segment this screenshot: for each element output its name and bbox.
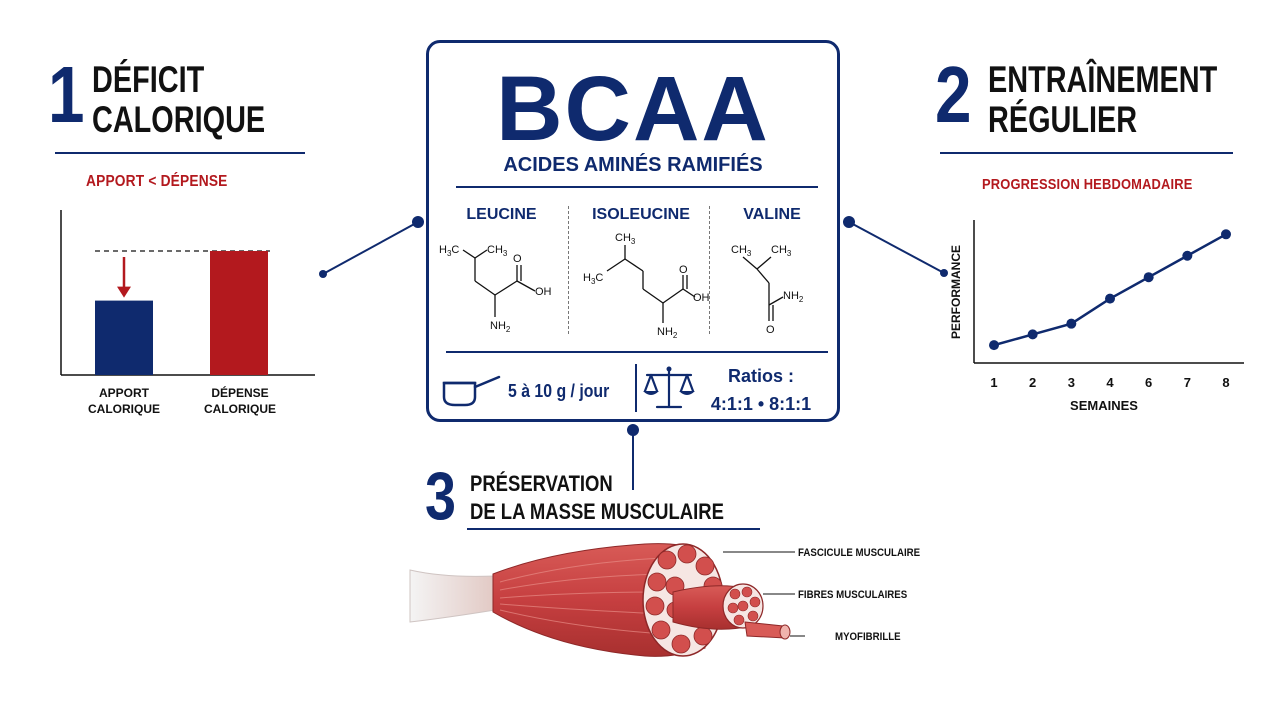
- section2-title-line2: RÉGULIER: [988, 98, 1138, 140]
- section2-rule: [940, 152, 1233, 154]
- card-bottom-rule: [446, 351, 828, 353]
- svg-text:O: O: [513, 253, 522, 265]
- leucine-structure: H3C CH3 O OH NH2: [439, 244, 552, 334]
- performance-point-6: [1143, 272, 1154, 283]
- line-chart-xlabel: SEMAINES: [1070, 398, 1138, 413]
- section3-rule: [467, 528, 760, 530]
- svg-text:CH3: CH3: [771, 244, 792, 258]
- amino-acid-leucine-name: LEUCINE: [466, 206, 537, 223]
- performance-point-8: [1221, 229, 1231, 240]
- deficit-bar-chart: APPORT CALORIQUE DÉPENSE CALORIQUE: [60, 210, 315, 416]
- svg-text:O: O: [766, 324, 775, 336]
- callout-fibers: FIBRES MUSCULAIRES: [798, 589, 908, 601]
- svg-text:NH2: NH2: [657, 326, 678, 339]
- bcaa-subtitle: ACIDES AMINÉS RAMIFIÉS: [503, 154, 763, 176]
- svg-text:CH3: CH3: [487, 244, 508, 258]
- x-tick-label: 2: [1029, 375, 1036, 390]
- section3-title-line1: PRÉSERVATION: [470, 471, 613, 496]
- performance-series-line: [993, 233, 1227, 347]
- amino-divider-1: [568, 206, 569, 334]
- performance-point-3: [1066, 318, 1077, 329]
- bar1-label-line1: APPORT: [99, 386, 150, 400]
- svg-text:CH3: CH3: [731, 244, 752, 258]
- balance-scale-icon: [643, 366, 695, 409]
- connector-dot-left-inner: [412, 216, 424, 228]
- line-chart-ylabel: PERFORMANCE: [949, 245, 963, 339]
- section1-title: DÉFICIT CALORIQUE: [92, 60, 265, 140]
- deficit-arrow-head: [117, 286, 131, 298]
- bar-2: [210, 251, 268, 375]
- section1-number: 1: [48, 50, 85, 139]
- isoleucine-structure: CH3 H3C O OH NH2: [583, 232, 710, 339]
- connector-dot-right-outer: [940, 269, 948, 277]
- bar2-label-line2: CALORIQUE: [204, 402, 276, 416]
- x-tick-label: 1: [990, 375, 997, 390]
- section2-subtitle: PROGRESSION HEBDOMADAIRE: [982, 176, 1193, 193]
- bar1-label-line2: CALORIQUE: [88, 402, 160, 416]
- svg-text:NH2: NH2: [490, 320, 511, 334]
- section2-title: ENTRAÎNEMENT RÉGULIER: [988, 60, 1217, 140]
- x-tick-label: 7: [1184, 375, 1191, 390]
- section2-number: 2: [935, 50, 972, 139]
- callout-myofibril: MYOFIBRILLE: [835, 631, 901, 643]
- amino-acid-isoleucine-name: ISOLEUCINE: [592, 206, 690, 223]
- connector-dot-left-outer: [319, 270, 327, 278]
- section1-title-line2: CALORIQUE: [92, 98, 266, 140]
- svg-text:H3C: H3C: [439, 244, 459, 258]
- section1-rule: [55, 152, 305, 154]
- ratios-label: Ratios :: [727, 366, 794, 386]
- svg-text:OH: OH: [693, 292, 710, 304]
- x-tick-label: 6: [1145, 375, 1152, 390]
- x-tick-label: 4: [1106, 375, 1114, 390]
- connector-dot-bottom: [627, 424, 639, 436]
- myofibril-end: [779, 624, 791, 640]
- dose-text: 5 à 10 g / jour: [508, 381, 610, 401]
- section1-title-line1: DÉFICIT: [92, 59, 205, 100]
- connector-dot-right-inner: [843, 216, 855, 228]
- section3-number: 3: [425, 458, 457, 534]
- muscle-illustration: [409, 543, 805, 657]
- svg-text:CH3: CH3: [615, 232, 636, 246]
- card-top-rule: [456, 186, 818, 188]
- svg-text:O: O: [679, 264, 688, 276]
- svg-text:NH2: NH2: [783, 290, 804, 304]
- valine-structure: CH3 CH3 NH2 O: [731, 244, 804, 336]
- scoop-icon: [442, 375, 501, 407]
- dose-divider: [635, 364, 637, 412]
- performance-point-1: [989, 340, 999, 351]
- bar2-label-line1: DÉPENSE: [211, 385, 268, 400]
- amino-divider-2: [709, 206, 710, 334]
- performance-point-4: [1105, 293, 1115, 304]
- performance-point-2: [1027, 329, 1038, 340]
- svg-text:H3C: H3C: [583, 272, 603, 286]
- performance-point-7: [1182, 250, 1193, 261]
- section1-subtitle: APPORT < DÉPENSE: [86, 173, 228, 190]
- section2-title-line1: ENTRAÎNEMENT: [988, 59, 1218, 100]
- section3-title-line2: DE LA MASSE MUSCULAIRE: [470, 498, 724, 524]
- amino-acid-valine-name: VALINE: [743, 206, 801, 223]
- bcaa-card: BCAA ACIDES AMINÉS RAMIFIÉS LEUCINE ISOL…: [426, 40, 840, 422]
- bcaa-title: BCAA: [496, 58, 770, 160]
- callout-fascicle: FASCICULE MUSCULAIRE: [798, 547, 921, 559]
- ratios-values: 4:1:1 • 8:1:1: [710, 394, 812, 414]
- section3-title: PRÉSERVATION DE LA MASSE MUSCULAIRE: [470, 470, 724, 525]
- progression-line-chart: PERFORMANCE SEMAINES 1 2 3 4 6 7 8: [949, 220, 1244, 413]
- x-tick-label: 8: [1222, 375, 1229, 390]
- x-tick-label: 3: [1068, 375, 1075, 390]
- bar-1: [95, 300, 153, 375]
- svg-text:OH: OH: [535, 286, 552, 298]
